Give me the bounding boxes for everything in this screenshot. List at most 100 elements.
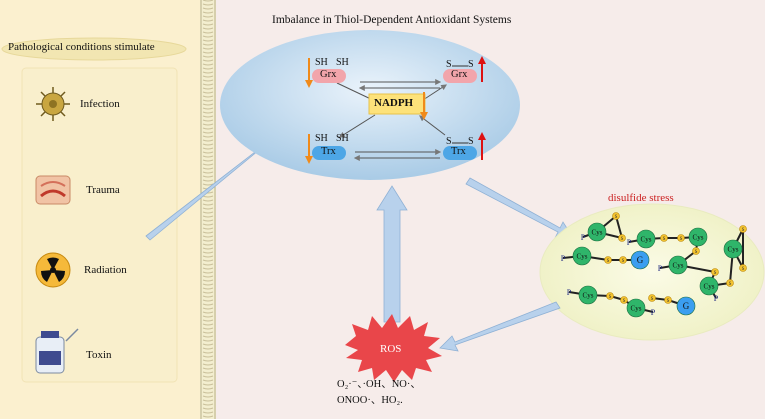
g-node: G [676,296,696,316]
trx-pill-reduced [312,146,346,160]
p-node-label: P [658,264,663,273]
p-node-label: P [581,233,586,242]
arrow-to-stress [465,177,573,239]
condition-label-toxin: Toxin [86,349,112,361]
s-node-label: S [742,267,745,272]
p-node: P [651,308,656,317]
cys-node-label: Cys [583,291,594,299]
p-node-label: P [651,308,656,317]
grx-pill-reduced [312,69,346,83]
s-node-label: S [680,237,683,242]
g-node-label: G [683,301,690,311]
sh-label-4: SH [336,133,349,144]
stress-title: disulfide stress [608,192,674,204]
sulfur-node: S [664,296,672,304]
condition-label-radiation: Radiation [84,264,127,276]
left-title-pill [1,37,187,61]
ros-species-line1: O₂·⁻、·OH、NO·、 [337,379,421,390]
s-label-3: S [446,136,452,147]
sh-label-2: SH [336,57,349,68]
s-node-label: S [615,215,618,220]
toxin-bottle-icon [35,328,79,374]
trauma-icon [35,175,71,205]
condition-label-trauma: Trauma [86,184,120,196]
sulfur-node: S [648,294,656,302]
disulfide-bond [615,215,623,239]
sulfur-node: S [619,256,627,264]
p-node: P [627,238,632,247]
cys-node: Cys [626,298,646,318]
sulfur-node: S [739,264,747,272]
cys-node-label: Cys [704,282,715,290]
ros-label: ROS [380,343,402,355]
s-node-label: S [622,259,625,264]
s-label-4: S [468,136,474,147]
s-node-label: S [609,295,612,300]
arrow-ros-to-center [376,185,408,323]
sulfur-node: S [620,296,628,304]
p-node: P [658,264,663,273]
trx-pill-oxidized [443,146,477,160]
conditions-box [21,67,178,383]
sulfur-node: S [739,225,747,233]
sulfur-node: S [660,234,668,242]
cys-node-label: Cys [693,233,704,241]
s-node-label: S [651,297,654,302]
s-node-label: S [714,271,717,276]
p-node-label: P [561,254,566,263]
cys-node-label: Cys [728,245,739,253]
ros-species-line2: ONOO·、HO₂. [337,395,403,406]
cell-membrane [200,0,216,419]
cys-node-label: Cys [631,304,642,312]
cys-node: Cys [578,285,598,305]
nadph-label: NADPH [374,97,414,109]
p-node: P [714,294,719,303]
sulfur-node: S [711,268,719,276]
cys-node-label: Cys [592,228,603,236]
s-node-label: S [607,259,610,264]
p-node-label: P [627,238,632,247]
cys-node: Cys [636,229,656,249]
sulfur-node: S [677,234,685,242]
p-node: P [567,288,572,297]
p-node: P [561,254,566,263]
cys-node: Cys [688,227,708,247]
g-node: G [630,250,650,270]
center-title: Imbalance in Thiol-Dependent Antioxidant… [272,14,512,26]
sulfur-node: S [612,212,620,220]
s-label-1: S [446,59,452,70]
sh-label-1: SH [315,57,328,68]
grx-pill-oxidized [443,69,477,83]
trx-label-oxidized: Trx [451,146,466,157]
p-node-label: P [714,294,719,303]
sulfur-node: S [604,256,612,264]
p-node-label: P [567,288,572,297]
grx-label-oxidized: Grx [451,69,468,80]
cys-node: Cys [723,239,743,259]
radiation-icon [35,252,71,288]
cys-node: Cys [668,255,688,275]
left-panel-title: Pathological conditions stimulate [8,41,155,53]
grx-label-reduced: Grx [320,69,337,80]
sulfur-node: S [606,292,614,300]
p-node: P [581,233,586,242]
cys-node: Cys [587,222,607,242]
g-node-label: G [637,255,644,265]
level-arrows [305,56,486,164]
cys-node: Cys [572,246,592,266]
sh-label-3: SH [315,133,328,144]
sulfur-node: S [618,234,626,242]
condition-label-infection: Infection [80,98,120,110]
trx-label-reduced: Trx [321,146,336,157]
s-node-label: S [729,282,732,287]
cys-node-label: Cys [641,235,652,243]
s-label-2: S [468,59,474,70]
cys-node-label: Cys [673,261,684,269]
s-node-label: S [623,299,626,304]
s-node-label: S [742,228,745,233]
cys-node-label: Cys [577,252,588,260]
s-node-label: S [695,250,698,255]
